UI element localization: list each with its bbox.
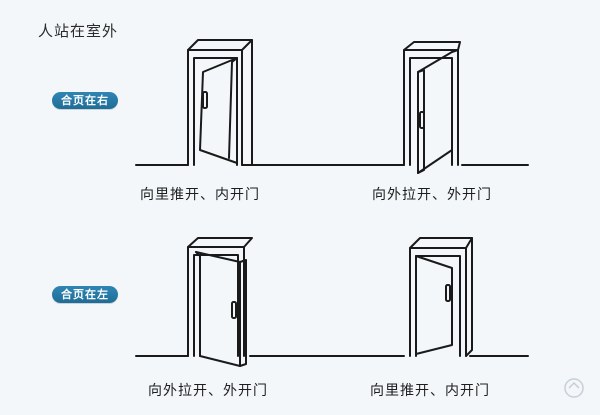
door3-caption: 向外拉开、外开门 — [148, 383, 268, 399]
door-right-hinge-inward — [187, 39, 253, 166]
door-left-hinge-outward — [187, 237, 253, 367]
door-left-hinge-inward — [409, 237, 473, 357]
door1-caption: 向里推开、内开门 — [140, 187, 260, 203]
hinge-left-badge: 合页在左 — [52, 286, 118, 303]
door4-caption: 向里推开、内开门 — [370, 383, 490, 399]
scene-title: 人站在室外 — [38, 22, 119, 40]
hinge-right-badge: 合页在右 — [52, 92, 118, 109]
door-right-hinge-outward — [403, 41, 461, 174]
logo-watermark-icon — [493, 370, 593, 406]
door2-caption: 向外拉开、外开门 — [372, 187, 492, 203]
